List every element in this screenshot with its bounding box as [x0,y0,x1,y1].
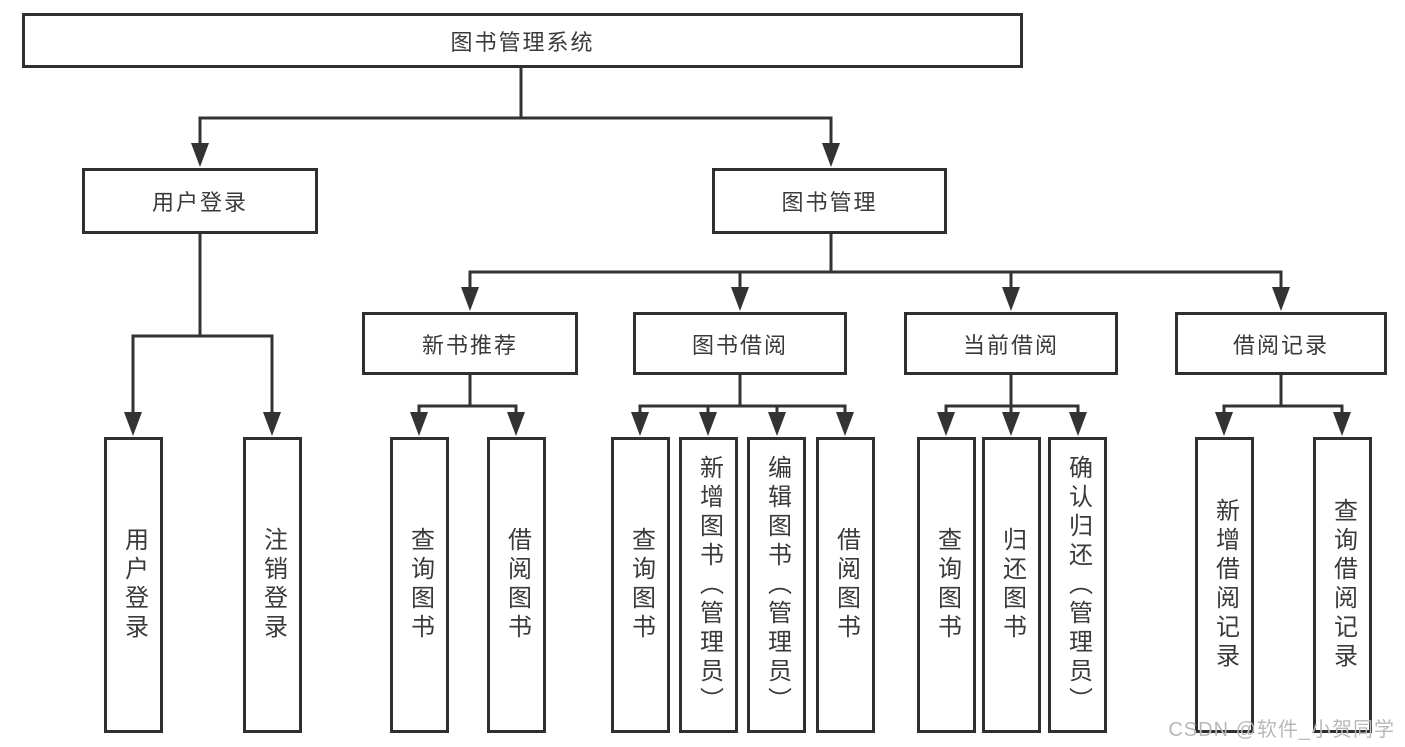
leaf-edit-books-admin: 编辑图书（管理员） [747,437,806,733]
node-user-login: 用户登录 [82,168,318,234]
node-book-management: 图书管理 [712,168,947,234]
node-label: 新增借阅记录 [1211,498,1239,672]
node-label: 确认归还（管理员） [1064,454,1092,716]
leaf-recommend-query-books: 查询图书 [390,437,449,733]
node-label: 借阅图书 [832,527,860,643]
node-label: 查询图书 [933,527,961,643]
node-label: 注销登录 [259,527,287,643]
node-label: 用户登录 [151,190,248,215]
leaf-borrowing-query-books: 查询图书 [611,437,670,733]
leaf-add-borrow-record: 新增借阅记录 [1195,437,1254,733]
node-label: 编辑图书（管理员） [763,454,791,716]
node-label: 新增图书（管理员） [695,454,723,716]
node-label: 查询图书 [406,527,434,643]
node-label: 当前借阅 [962,332,1059,358]
node-label: 新书推荐 [421,332,518,358]
leaf-user-login: 用户登录 [104,437,163,733]
node-borrowing-records: 借阅记录 [1175,312,1387,375]
node-label: 归还图书 [998,527,1026,643]
node-label: 用户登录 [120,527,148,643]
leaf-add-books-admin: 新增图书（管理员） [679,437,738,733]
node-label: 查询图书 [627,527,655,643]
node-label: 借阅图书 [503,527,531,643]
leaf-logout: 注销登录 [243,437,302,733]
node-label: 查询借阅记录 [1329,498,1357,672]
node-current-borrowing: 当前借阅 [904,312,1118,375]
leaf-recommend-borrow-books: 借阅图书 [487,437,546,733]
leaf-query-borrow-record: 查询借阅记录 [1313,437,1372,733]
csdn-watermark: CSDN @软件_小贺同学 [1168,719,1395,741]
node-label: 借阅记录 [1232,332,1329,358]
node-book-borrowing: 图书借阅 [633,312,847,375]
node-label: 图书借阅 [691,332,788,358]
node-new-book-recommend: 新书推荐 [362,312,578,375]
node-system-root: 图书管理系统 [22,13,1023,68]
node-label: 图书管理系统 [450,29,595,55]
leaf-return-books: 归还图书 [982,437,1041,733]
leaf-confirm-return-admin: 确认归还（管理员） [1048,437,1107,733]
leaf-current-query-books: 查询图书 [917,437,976,733]
leaf-borrow-books: 借阅图书 [816,437,875,733]
node-label: 图书管理 [781,190,878,215]
